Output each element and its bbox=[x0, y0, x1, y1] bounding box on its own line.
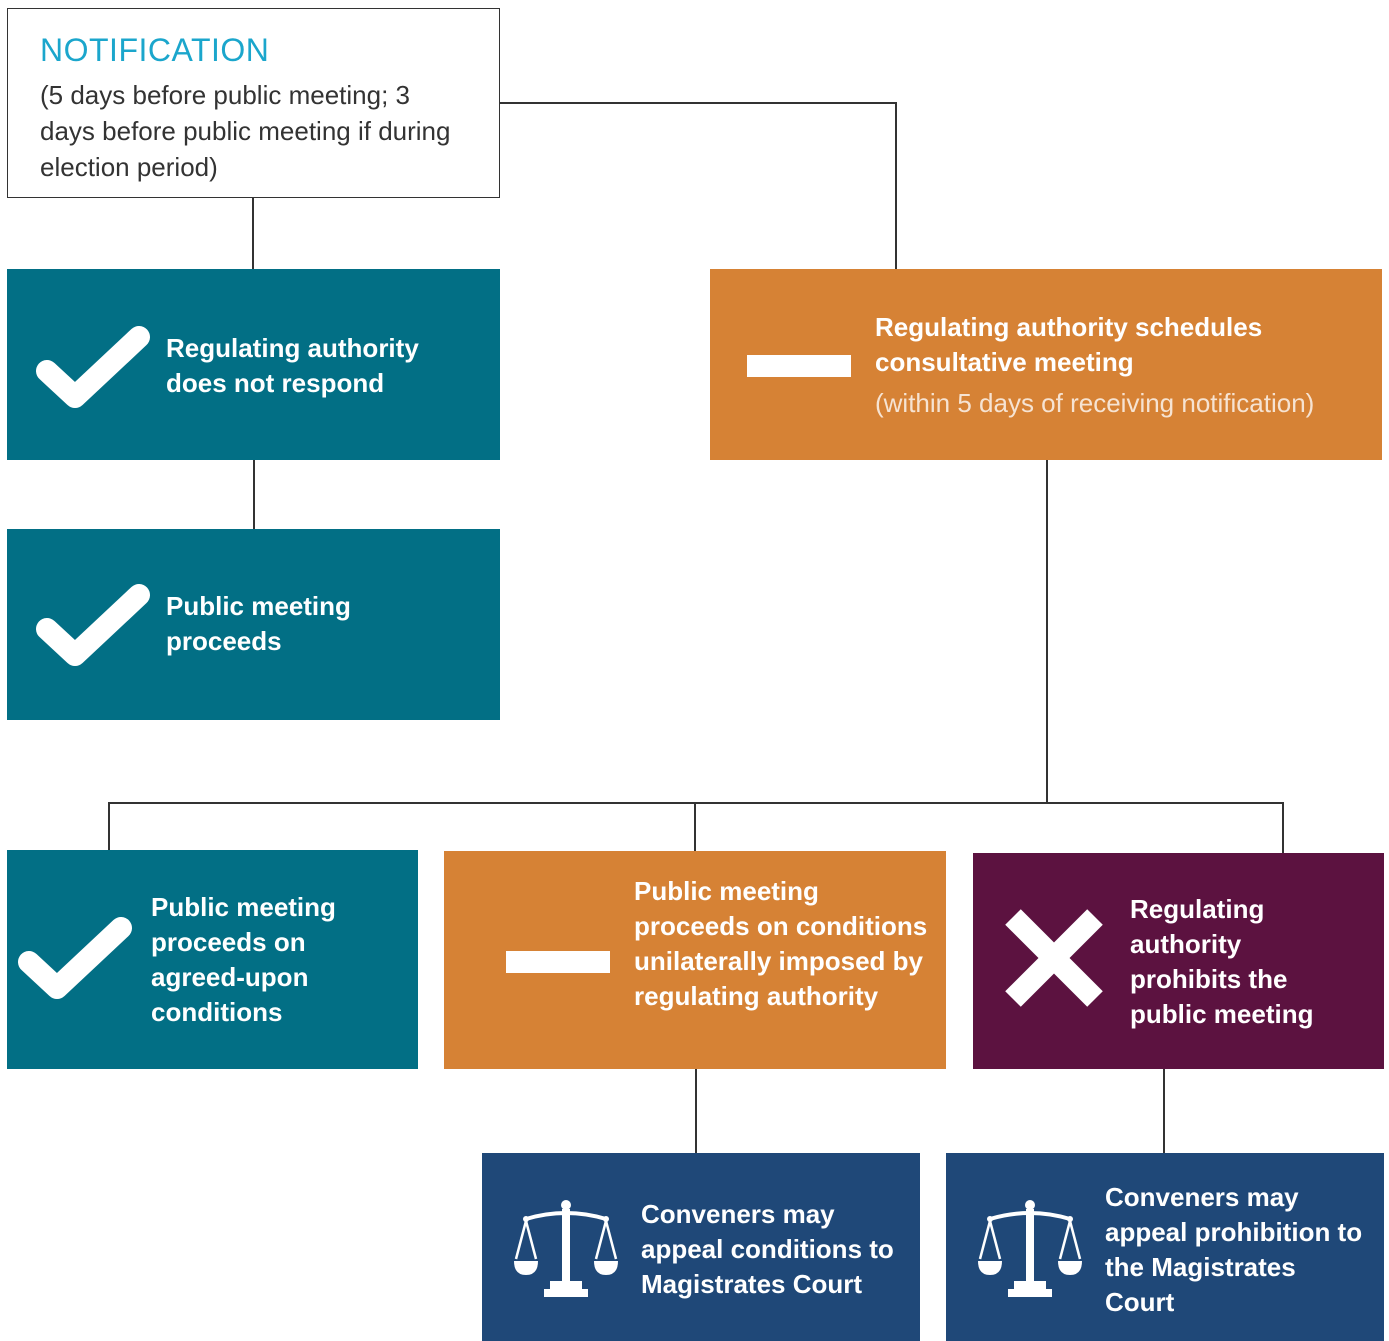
node-no-response-label: Regulating authority does not respond bbox=[166, 333, 419, 398]
node-no-response: Regulating authority does not respond bbox=[7, 269, 500, 460]
node-consultative-sublabel: (within 5 days of receiving notification… bbox=[875, 388, 1315, 418]
node-appeal-prohibition: Conveners may appeal prohibition to the … bbox=[946, 1153, 1384, 1341]
connector-outcomes-bar bbox=[108, 802, 1283, 804]
notification-box: NOTIFICATION (5 days before public meeti… bbox=[7, 8, 500, 198]
connector-unilateral-to-appeal bbox=[695, 1069, 697, 1153]
node-appeal-conditions: Conveners may appeal conditions to Magis… bbox=[482, 1153, 920, 1341]
node-appeal-conditions-label: Conveners may appeal conditions to Magis… bbox=[641, 1199, 894, 1299]
scales-icon bbox=[514, 1200, 618, 1297]
notification-details: (5 days before public meeting; 3 days be… bbox=[40, 80, 451, 182]
notification-title: NOTIFICATION bbox=[40, 32, 270, 68]
node-agreed: Public meeting proceeds on agreed-upon c… bbox=[7, 850, 418, 1069]
cross-icon bbox=[1005, 909, 1103, 1007]
connector-no-response-to-proceeds bbox=[253, 460, 255, 529]
connector-consultative-down bbox=[1046, 460, 1048, 803]
node-consultative: Regulating authority schedules consultat… bbox=[710, 269, 1382, 460]
node-consultative-label: Regulating authority schedules consultat… bbox=[875, 312, 1263, 377]
node-unilateral-label: Public meeting proceeds on conditions un… bbox=[634, 876, 928, 1011]
node-agreed-label: Public meeting proceeds on agreed-upon c… bbox=[151, 892, 336, 1027]
connector-to-agreed bbox=[108, 802, 110, 850]
connector-to-prohibits bbox=[1282, 802, 1284, 853]
connector-notification-to-consultative-h bbox=[500, 102, 896, 104]
connector-to-unilateral bbox=[694, 802, 696, 851]
node-appeal-prohibition-label: Conveners may appeal prohibition to the … bbox=[1105, 1182, 1363, 1317]
node-proceeds-label: Public meeting proceeds bbox=[166, 591, 351, 656]
node-prohibits: Regulating authority prohibits the publi… bbox=[973, 853, 1384, 1069]
minus-icon bbox=[506, 951, 610, 973]
connector-notification-to-consultative-v bbox=[895, 102, 897, 269]
check-icon bbox=[36, 584, 150, 666]
node-prohibits-label: Regulating authority prohibits the publi… bbox=[1130, 894, 1314, 1029]
minus-icon bbox=[747, 355, 851, 377]
node-unilateral: Public meeting proceeds on conditions un… bbox=[444, 851, 946, 1069]
node-proceeds: Public meeting proceeds bbox=[7, 529, 500, 720]
check-icon bbox=[36, 326, 150, 408]
connector-prohibits-to-appeal bbox=[1163, 1069, 1165, 1153]
connector-notification-to-no-response bbox=[252, 198, 254, 269]
scales-icon bbox=[978, 1200, 1082, 1297]
check-icon bbox=[18, 917, 132, 999]
